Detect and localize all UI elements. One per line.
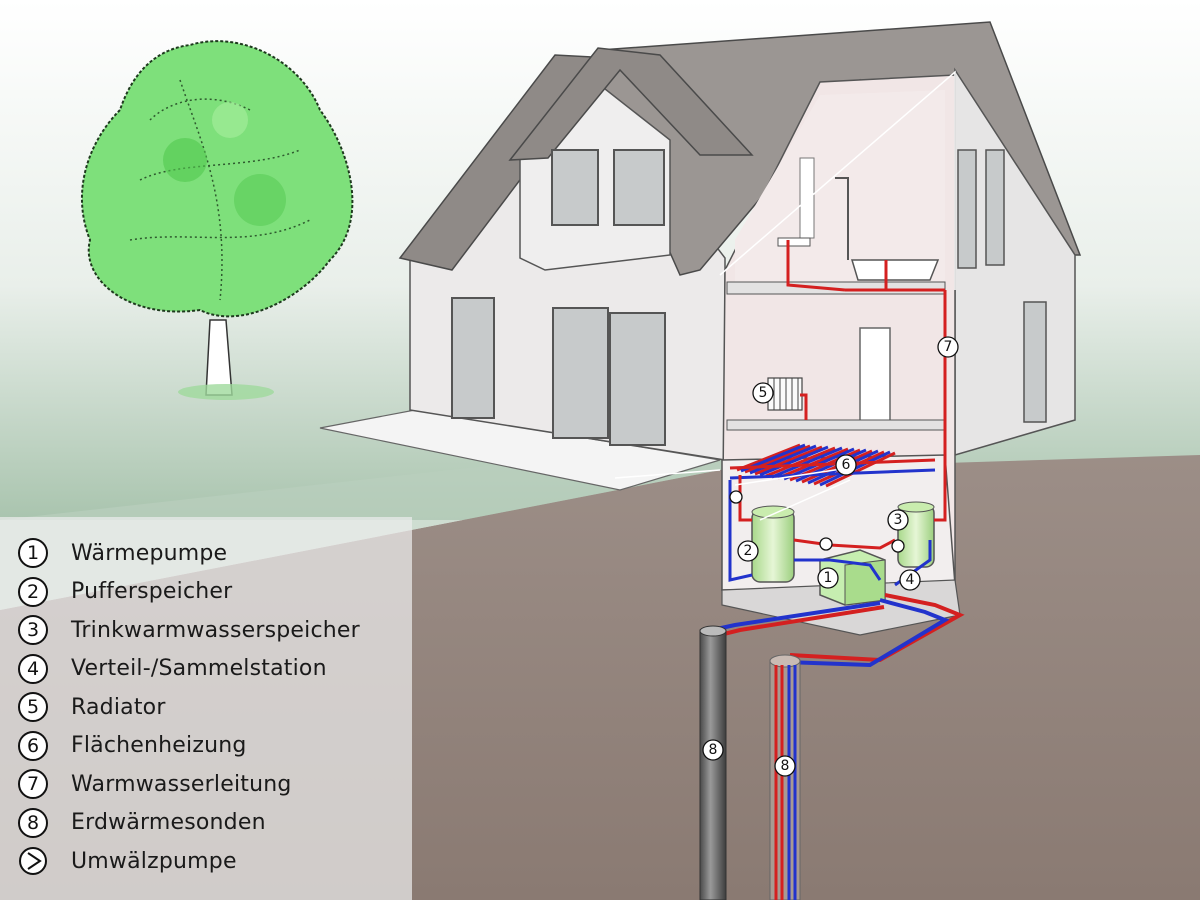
legend-label-hot-water-line: Warmwasserleitung <box>71 771 292 797</box>
marker-5: 5 <box>752 382 774 404</box>
side-window-2 <box>985 149 1005 266</box>
patio-door-right <box>609 312 666 446</box>
legend-label-ground-probes: Erdwärmesonden <box>71 810 266 836</box>
legend-number-3: 3 <box>18 615 48 646</box>
svg-text:3: 3 <box>894 512 903 528</box>
svg-text:6: 6 <box>842 457 851 473</box>
side-window-1 <box>957 149 977 269</box>
legend-item-heat-pump: 1 Wärmepumpe <box>18 534 360 573</box>
legend-item-ground-probes: 8 Erdwärmesonden <box>18 804 360 843</box>
legend: 1 Wärmepumpe 2 Pufferspeicher 3 Trinkwar… <box>18 534 360 881</box>
interior-door <box>859 327 891 424</box>
legend-item-floor-heating: 6 Flächenheizung <box>18 727 360 766</box>
legend-number-5: 5 <box>18 692 48 723</box>
circulation-pump-icon <box>18 846 48 876</box>
svg-text:2: 2 <box>744 543 753 559</box>
svg-text:8: 8 <box>781 758 790 774</box>
circulation-pumps <box>729 490 905 553</box>
leader-lines <box>614 70 956 521</box>
dormer-roof <box>508 47 754 161</box>
marker-3: 3 <box>887 509 909 531</box>
bathtub <box>850 259 940 281</box>
side-window-3 <box>1023 301 1047 423</box>
svg-text:5: 5 <box>759 385 768 401</box>
legend-number-6: 6 <box>18 730 48 761</box>
buffer-tank <box>751 505 795 583</box>
terrace <box>319 409 721 491</box>
attic-bathroom <box>735 90 945 282</box>
legend-number-4: 4 <box>18 653 48 684</box>
basement-pipes <box>728 240 947 587</box>
marker-8-left: 8 <box>702 739 724 761</box>
legend-label-dhw-tank: Trinkwarmwasserspeicher <box>71 617 360 643</box>
svg-text:1: 1 <box>824 570 833 586</box>
probe-left <box>699 625 727 900</box>
legend-panel <box>0 517 412 900</box>
legend-number-1: 1 <box>18 538 48 569</box>
legend-label-radiator: Radiator <box>71 694 166 720</box>
legend-label-circulation-pump: Umwälzpumpe <box>71 848 237 874</box>
marker-1: 1 <box>817 567 839 589</box>
window-front <box>451 297 495 419</box>
marker-6: 6 <box>835 454 857 476</box>
marker-8-right: 8 <box>774 755 796 777</box>
dormer-window-right <box>613 149 665 226</box>
shower-head <box>835 177 849 260</box>
legend-item-radiator: 5 Radiator <box>18 688 360 727</box>
marker-7: 7 <box>937 336 959 358</box>
legend-item-buffer-tank: 2 Pufferspeicher <box>18 573 360 612</box>
shower-wall <box>799 157 815 239</box>
dormer-window-left <box>551 149 599 226</box>
floor-slab-ground <box>726 419 946 431</box>
legend-number-2: 2 <box>18 576 48 607</box>
legend-item-hot-water-line: 7 Warmwasserleitung <box>18 765 360 804</box>
legend-number-7: 7 <box>18 769 48 800</box>
legend-item-dhw-tank: 3 Trinkwarmwasserspeicher <box>18 611 360 650</box>
legend-label-distribution-station: Verteil-/Sammelstation <box>71 656 327 682</box>
legend-number-8: 8 <box>18 807 48 838</box>
legend-item-circulation-pump: Umwälzpumpe <box>18 842 360 881</box>
legend-label-floor-heating: Flächenheizung <box>71 733 247 759</box>
legend-item-distribution-station: 4 Verteil-/Sammelstation <box>18 650 360 689</box>
tree <box>81 40 354 400</box>
svg-text:8: 8 <box>709 742 718 758</box>
marker-4: 4 <box>899 569 921 591</box>
probe-right <box>769 654 801 900</box>
svg-text:7: 7 <box>944 339 953 355</box>
patio-door-left <box>552 307 609 439</box>
washbasin <box>777 237 811 247</box>
svg-text:4: 4 <box>906 572 915 588</box>
legend-label-buffer-tank: Pufferspeicher <box>71 579 233 605</box>
marker-2: 2 <box>737 540 759 562</box>
legend-label-heat-pump: Wärmepumpe <box>71 540 228 566</box>
